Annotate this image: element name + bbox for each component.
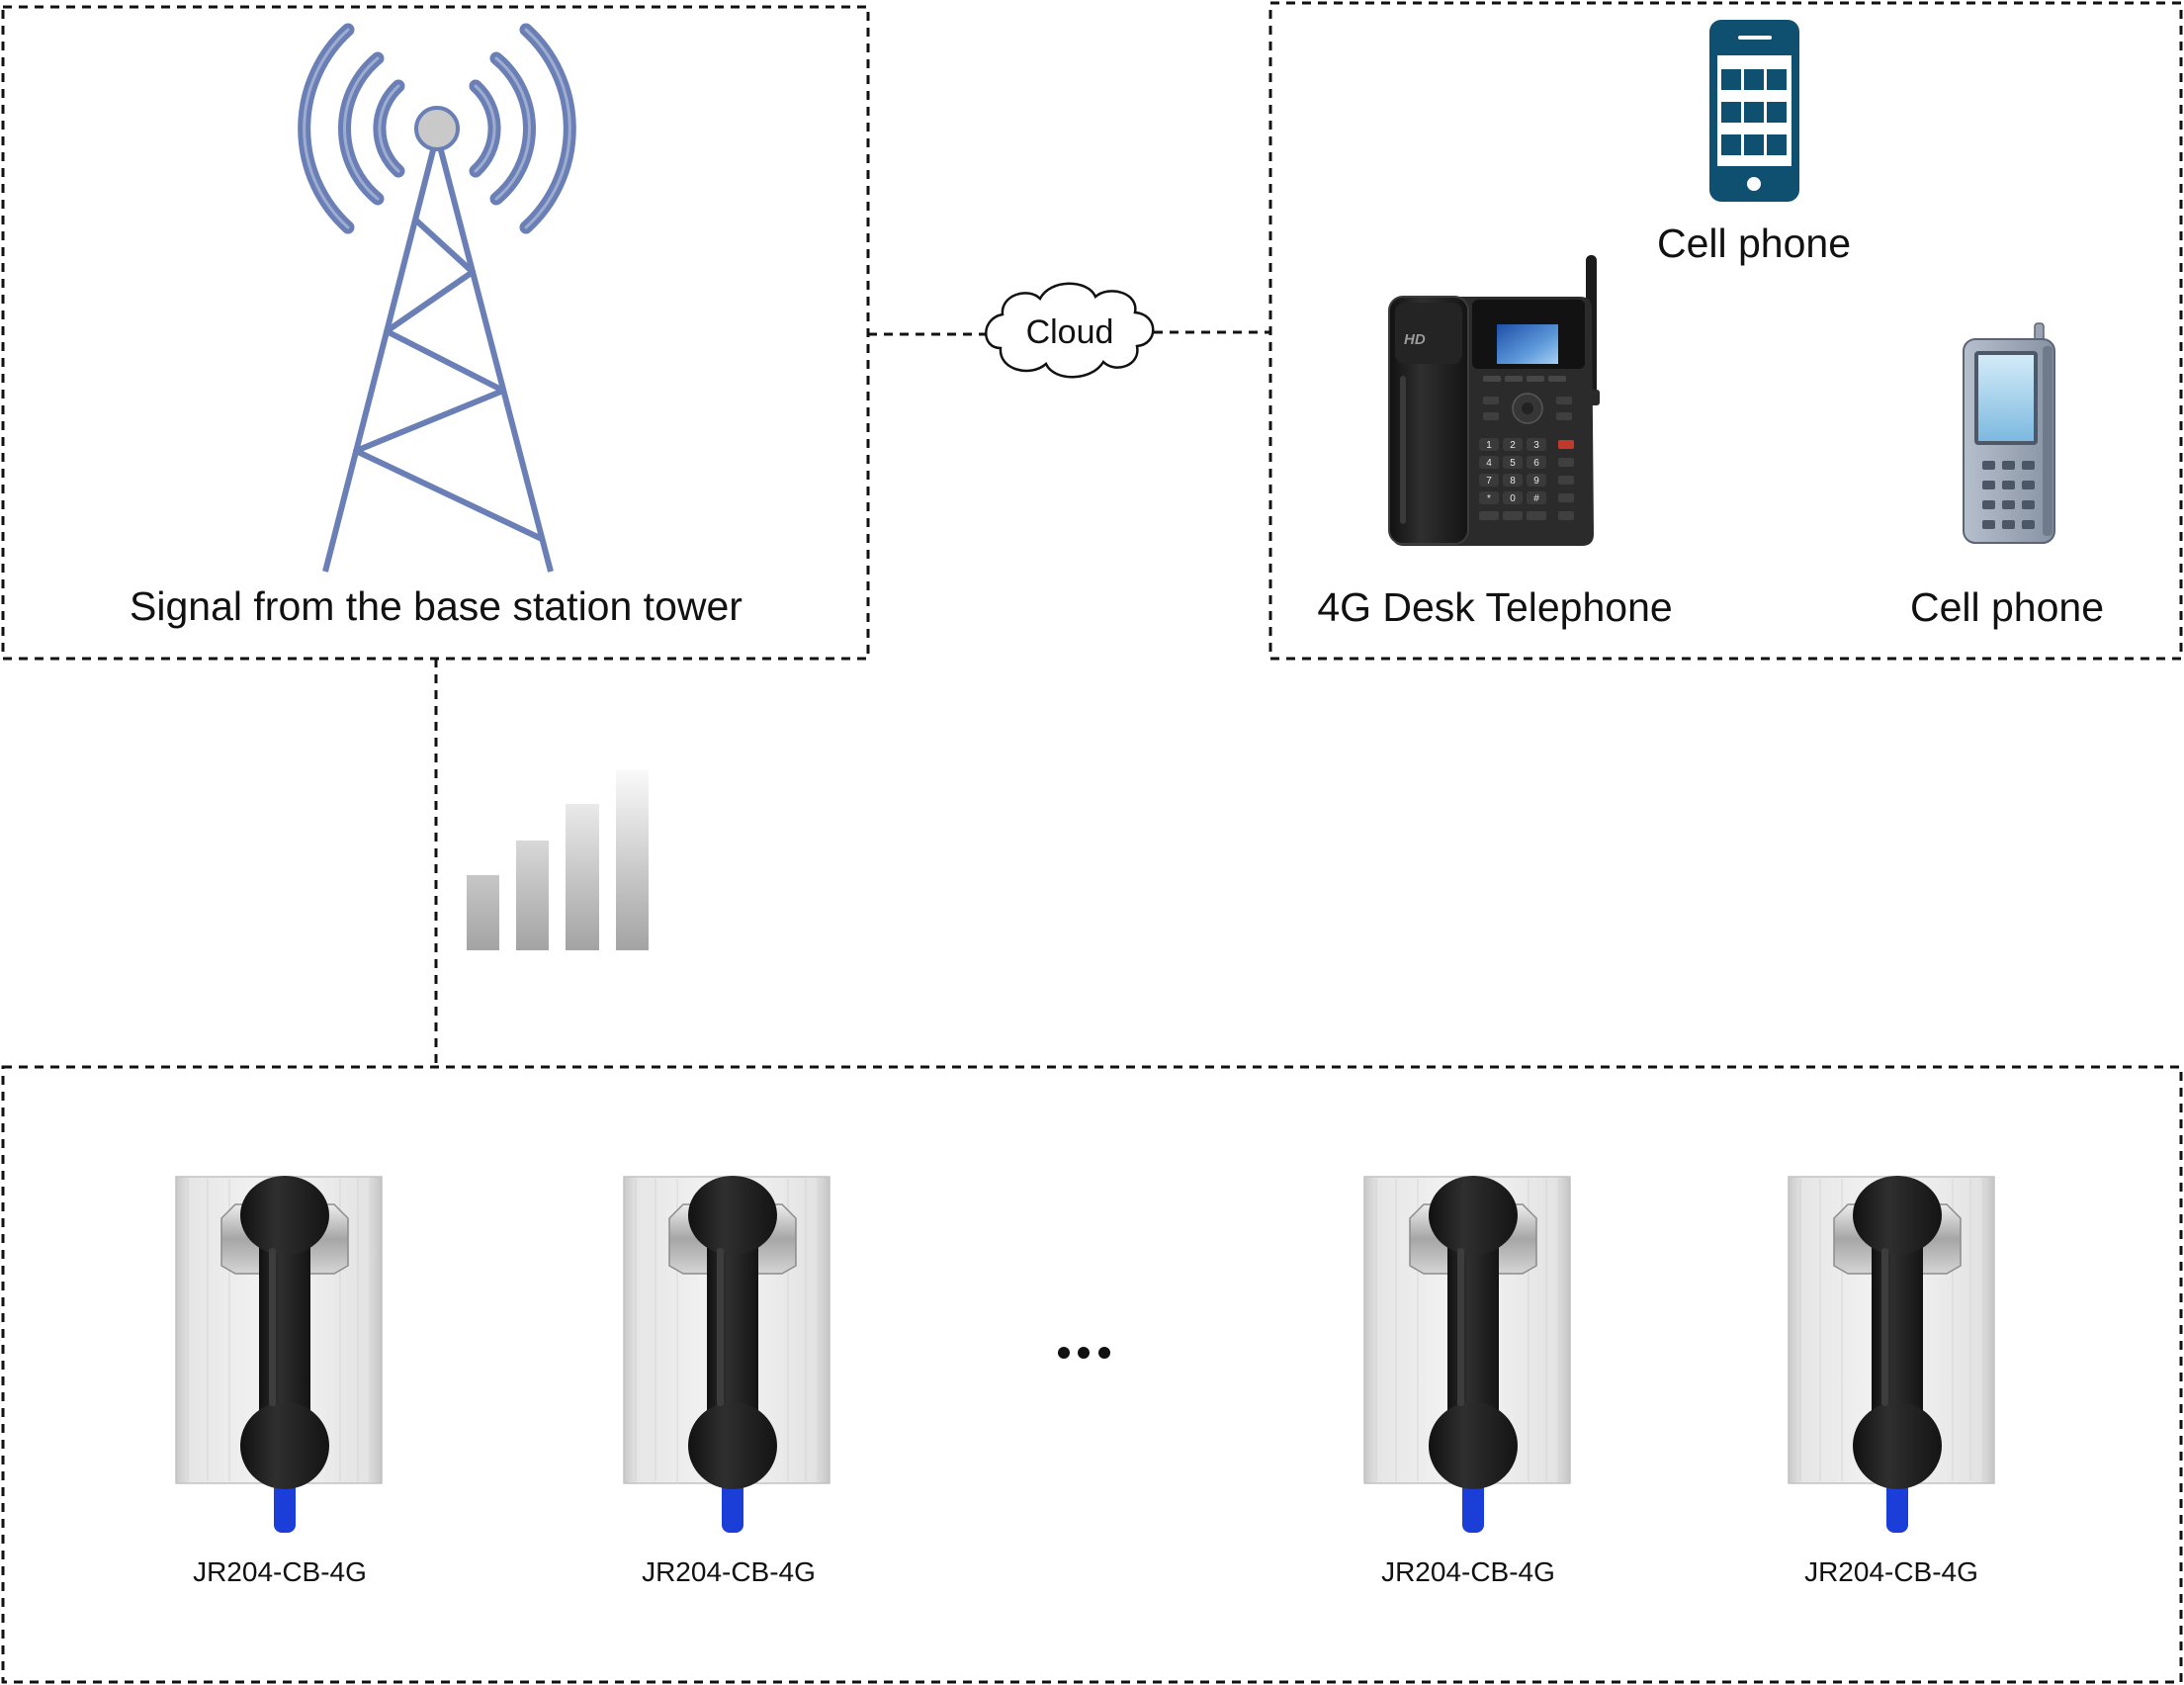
signal-strength-icon	[467, 769, 649, 950]
keypad-key	[1479, 491, 1499, 504]
ellipsis-icon	[1058, 1347, 1110, 1359]
keypad-digit: 9	[1533, 476, 1539, 487]
keypad-key	[1503, 456, 1523, 469]
handset-highlight	[269, 1248, 276, 1406]
function-keys	[1479, 440, 1574, 520]
keypad-key	[1527, 438, 1546, 451]
desk-telephone-label: 4G Desk Telephone	[1317, 584, 1672, 630]
handset-cord	[1462, 1475, 1484, 1533]
keypad-digit: 0	[1510, 493, 1516, 504]
cloud-label: Cloud	[1026, 313, 1114, 351]
terminal-label: JR204-CB-4G	[642, 1556, 816, 1587]
keypad-digit: 6	[1533, 458, 1539, 469]
wall-mounted-telephone-icon	[175, 1176, 383, 1533]
signal-bar-1	[467, 875, 499, 950]
signal-bar-3	[566, 804, 599, 950]
keypad-digit: 4	[1486, 458, 1492, 469]
handset-brand-text: HD	[1404, 331, 1426, 348]
wall-mounted-telephone-icon	[623, 1176, 830, 1533]
phone-side	[2043, 346, 2053, 536]
home-button	[1747, 177, 1761, 191]
keypad-digit: 3	[1533, 440, 1539, 451]
terminals-group-box	[1, 1065, 2183, 1684]
handset-highlight	[1881, 1248, 1888, 1406]
keypad-key	[1527, 491, 1546, 504]
cell-tower-icon	[298, 23, 576, 573]
keypad-key	[1479, 456, 1499, 469]
keypad-digit: 7	[1486, 476, 1492, 487]
handset: HD	[1388, 296, 1469, 545]
soft-keys	[1483, 376, 1566, 382]
terminal-label: JR204-CB-4G	[1804, 1556, 1978, 1587]
phone-screen	[1978, 355, 2034, 441]
radio-waves	[298, 23, 576, 234]
keypad-key	[1527, 474, 1546, 487]
keypad-digit: 2	[1510, 440, 1516, 451]
keypad-digit: #	[1533, 493, 1539, 504]
keypad: 1 2 3 4 5 6 7 8 9 * 0 #	[1479, 438, 1546, 504]
wall-mounted-telephone-icon	[1788, 1176, 1995, 1533]
terminal-label: JR204-CB-4G	[193, 1556, 367, 1587]
keypad-key	[1503, 474, 1523, 487]
handset-highlight	[1457, 1248, 1464, 1406]
app-grid	[1721, 69, 1787, 155]
handset-cord	[1886, 1475, 1908, 1533]
keypad-key	[1503, 438, 1523, 451]
smartphone-label: Cell phone	[1657, 221, 1851, 266]
desk-telephone-icon: HD	[1388, 255, 1600, 546]
mobile-phone-label: Cell phone	[1910, 584, 2104, 630]
lcd-screen	[1497, 324, 1558, 364]
keypad-key	[1479, 438, 1499, 451]
handset	[1853, 1176, 1942, 1489]
handset-cord	[274, 1475, 296, 1533]
terminal-label: JR204-CB-4G	[1381, 1556, 1555, 1587]
keypad-digit: *	[1487, 493, 1491, 504]
tower-antenna-head	[414, 106, 460, 151]
tower-structure	[322, 149, 554, 573]
keypad-key	[1479, 474, 1499, 487]
handset-highlight	[717, 1248, 724, 1406]
keypad-digit: 1	[1486, 440, 1492, 451]
keypad-digit: 8	[1510, 476, 1516, 487]
base-station-label: Signal from the base station tower	[130, 583, 743, 629]
cloud-icon	[985, 282, 1155, 379]
base-station-group-box	[1, 5, 870, 661]
navigation-keys	[1483, 393, 1572, 424]
mobile-phone-icon	[1963, 322, 2055, 544]
handset-cord	[722, 1475, 743, 1533]
smartphone-icon	[1709, 20, 1799, 202]
signal-bar-2	[516, 841, 549, 950]
keypad-digit: 5	[1510, 458, 1516, 469]
keypad-key	[1503, 491, 1523, 504]
speaker-slot	[1738, 36, 1772, 40]
keypad-key	[1527, 456, 1546, 469]
phone-keypad	[1982, 461, 2035, 529]
wall-mounted-telephone-icon	[1363, 1176, 1571, 1533]
signal-bar-4	[616, 769, 649, 950]
